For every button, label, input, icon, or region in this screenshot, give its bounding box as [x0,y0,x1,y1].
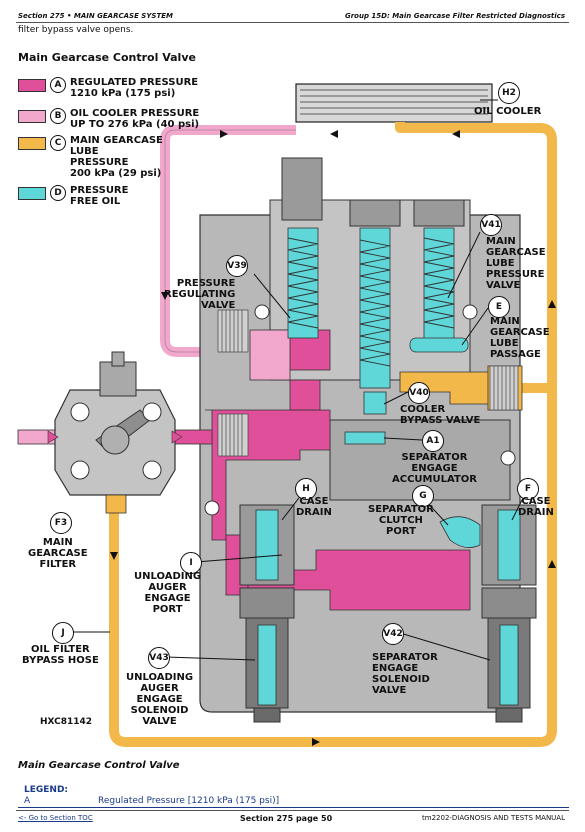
label-oil-filter-bypass-hose: OIL FILTER BYPASS HOSE [22,644,99,666]
gearcase-filter-head [17,351,213,514]
callout-f: F [517,478,539,500]
control-valve-diagram [17,83,557,747]
legend-item-d: D PRESSURE FREE OIL [18,185,128,207]
label-lube-pressure-valve: MAIN GEARCASE LUBE PRESSURE VALVE [486,236,546,291]
manual-id: tm2202-DIAGNOSIS AND TESTS MANUAL [422,814,565,822]
legend-item-b: B OIL COOLER PRESSURE UP TO 276 kPa (40 … [18,108,199,130]
callout-e: E [488,296,510,318]
figure-title: Main Gearcase Control Valve [18,51,196,64]
legend-letter: C [50,135,66,151]
legend-text: MAIN GEARCASE LUBE PRESSURE 200 kPa (29 … [70,135,163,179]
label-case-drain-h: CASE DRAIN [296,496,332,518]
legend-swatch [18,110,46,123]
callout-v43: V43 [148,647,170,669]
legend-letter: A [50,77,66,93]
legend-text: PRESSURE FREE OIL [70,185,129,207]
label-separator-solenoid-valve: SEPARATOR ENGAGE SOLENOID VALVE [372,652,438,696]
figure-caption: Main Gearcase Control Valve [18,760,180,771]
cooler-pressure-line [160,125,296,357]
callout-i: I [180,552,202,574]
legend-divider [18,807,569,808]
legend-text: REGULATED PRESSURE 1210 kPa (175 psi) [70,77,199,99]
header-divider [16,22,569,23]
label-separator-accumulator: SEPARATOR ENGAGE ACCUMULATOR [392,452,477,485]
label-auger-solenoid-valve: UNLOADING AUGER ENGAGE SOLENOID VALVE [126,672,194,727]
legend-letter: D [50,185,66,201]
footer-divider [16,810,569,811]
label-main-gearcase-filter: MAIN GEARCASE FILTER [28,537,88,570]
legend-table-text: Regulated Pressure [1210 kPa (175 psi)] [98,796,280,806]
lube-pressure-line [109,122,557,747]
label-pressure-regulating-valve: PRESSURE REGULATING VALVE [164,278,236,311]
callout-v39: V39 [226,255,248,277]
oil-cooler-icon [295,83,493,123]
callout-f3: F3 [50,512,72,534]
label-auger-engage-port: UNLOADING AUGER ENGAGE PORT [134,571,202,615]
callout-a1: A1 [422,430,444,452]
callout-h: H [295,478,317,500]
label-case-drain-f: CASE DRAIN [518,496,554,518]
legend-item-c: C MAIN GEARCASE LUBE PRESSURE 200 kPa (2… [18,135,163,179]
legend-text: OIL COOLER PRESSURE UP TO 276 kPa (40 ps… [70,108,200,130]
label-separator-clutch-port: SEPARATOR CLUTCH PORT [368,504,434,537]
callout-v40: V40 [408,382,430,404]
legend-letter: B [50,108,66,124]
page-number: Section 275 page 50 [240,814,333,823]
legend-heading: LEGEND: [24,785,69,795]
callout-v41: V41 [480,214,502,236]
group-header: Group 15D: Main Gearcase Filter Restrict… [344,12,565,20]
legend-item-a: A REGULATED PRESSURE 1210 kPa (175 psi) [18,77,198,99]
legend-swatch [18,187,46,200]
intro-text: filter bypass valve opens. [18,25,134,35]
callout-h2: H2 [498,82,520,104]
label-oil-cooler: OIL COOLER [474,106,542,117]
callout-v42: V42 [382,623,404,645]
figure-number: HXC81142 [40,717,93,727]
go-to-toc-link[interactable]: <- Go to Section TOC [18,814,93,822]
label-lube-passage: MAIN GEARCASE LUBE PASSAGE [490,316,550,360]
legend-swatch [18,137,46,150]
solenoid-assemblies [239,504,537,723]
label-cooler-bypass-valve: COOLER BYPASS VALVE [400,404,481,426]
callout-g: G [412,485,434,507]
section-header: Section 275 • MAIN GEARCASE SYSTEM [18,12,173,20]
callout-j: J [52,622,74,644]
legend-swatch [18,79,46,92]
legend-table-letter: A [24,796,31,806]
